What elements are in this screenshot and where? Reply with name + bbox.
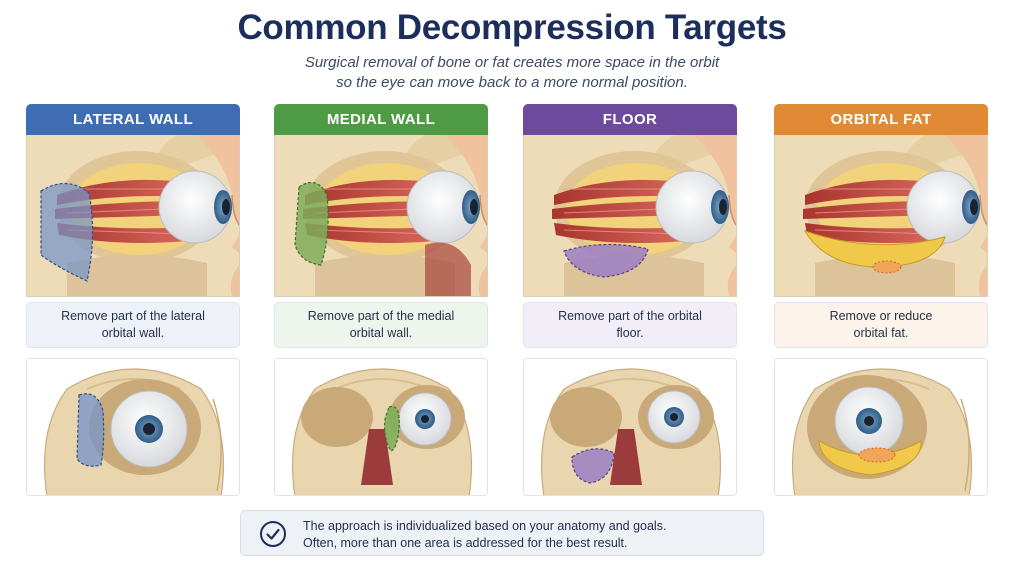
footer-text: The approach is individualized based on … [303, 518, 666, 551]
footer-note: The approach is individualized based on … [240, 510, 764, 556]
subtitle-line-2: so the eye can move back to a more norma… [336, 74, 688, 91]
orbital-fat-caption-line-1: Remove or reduce [829, 309, 933, 323]
medial-wall-caption: Remove part of the medial orbital wall. [274, 302, 488, 348]
floor-caption-line-1: Remove part of the orbital [558, 309, 702, 323]
medial-wall-caption-line-1: Remove part of the medial [307, 309, 455, 323]
lateral-wall-caption: Remove part of the lateral orbital wall. [26, 302, 240, 348]
orbital-fat-side-illustration [774, 135, 988, 297]
lateral-wall-front-illustration [26, 358, 240, 496]
target-card-floor: FLOOR Remove part of the orbital floor. [523, 104, 737, 496]
lateral-wall-caption-line-1: Remove part of the lateral [61, 309, 205, 323]
target-card-lateral-wall: LATERAL WALL Remove part of the lateral … [26, 104, 240, 496]
medial-wall-caption-line-2: orbital wall. [349, 326, 413, 340]
target-header-floor: FLOOR [523, 104, 737, 135]
floor-caption-line-2: floor. [616, 326, 644, 340]
lateral-wall-caption-line-2: orbital wall. [101, 326, 165, 340]
footer-line-1: The approach is individualized based on … [303, 519, 667, 533]
target-header-lateral-wall: LATERAL WALL [26, 104, 240, 135]
footer-line-2: Often, more than one area is addressed f… [303, 535, 628, 550]
floor-side-illustration [523, 135, 737, 297]
target-card-medial-wall: MEDIAL WALL Remove part of the medial or… [274, 104, 488, 496]
page-title: Common Decompression Targets [237, 8, 787, 47]
target-header-orbital-fat: ORBITAL FAT [774, 104, 988, 135]
floor-caption: Remove part of the orbital floor. [523, 302, 737, 348]
target-header-medial-wall: MEDIAL WALL [274, 104, 488, 135]
subtitle-line-1: Surgical removal of bone or fat creates … [304, 54, 720, 71]
floor-front-illustration [523, 358, 737, 496]
orbital-fat-front-illustration [774, 358, 988, 496]
target-card-orbital-fat: ORBITAL FAT Remove or reduce orbital fat… [774, 104, 988, 496]
orbital-fat-caption-line-2: orbital fat. [853, 326, 909, 340]
page-subtitle: Surgical removal of bone or fat creates … [0, 53, 1024, 93]
medial-wall-front-illustration [274, 358, 488, 496]
orbital-fat-caption: Remove or reduce orbital fat. [774, 302, 988, 348]
lateral-wall-side-illustration [26, 135, 240, 297]
check-circle-icon [260, 521, 286, 547]
medial-wall-side-illustration [274, 135, 488, 297]
